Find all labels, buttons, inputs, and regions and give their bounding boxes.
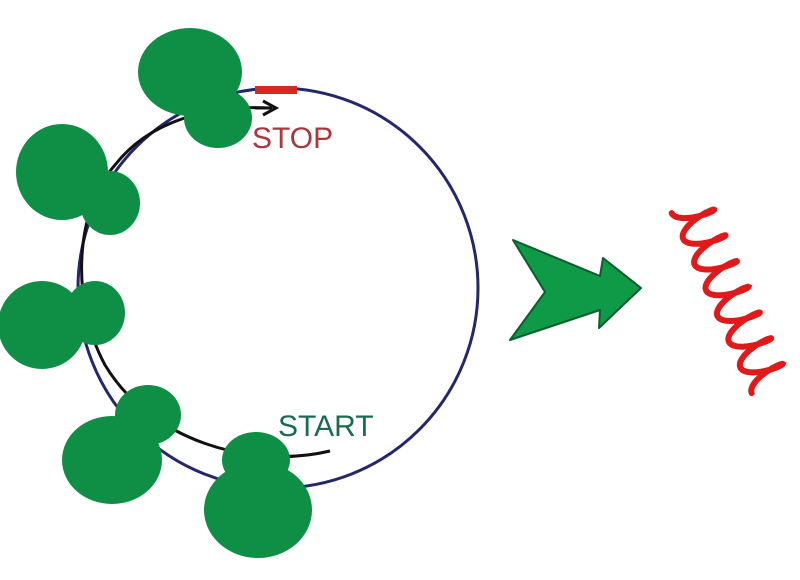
ribosome-icon — [138, 28, 252, 148]
stop-label: STOP — [252, 122, 333, 155]
ribosome-icon — [16, 124, 140, 235]
stop-codon-marker — [255, 86, 297, 94]
ribosome-icon — [0, 281, 125, 369]
translated-strand — [80, 106, 331, 459]
arrow-right-icon — [255, 99, 280, 117]
ribosome-icon — [204, 432, 312, 558]
reaction-arrow-icon — [509, 239, 642, 341]
protein-helix-icon — [668, 206, 787, 397]
ribosome-icon — [62, 385, 181, 504]
start-label: START — [278, 410, 374, 443]
